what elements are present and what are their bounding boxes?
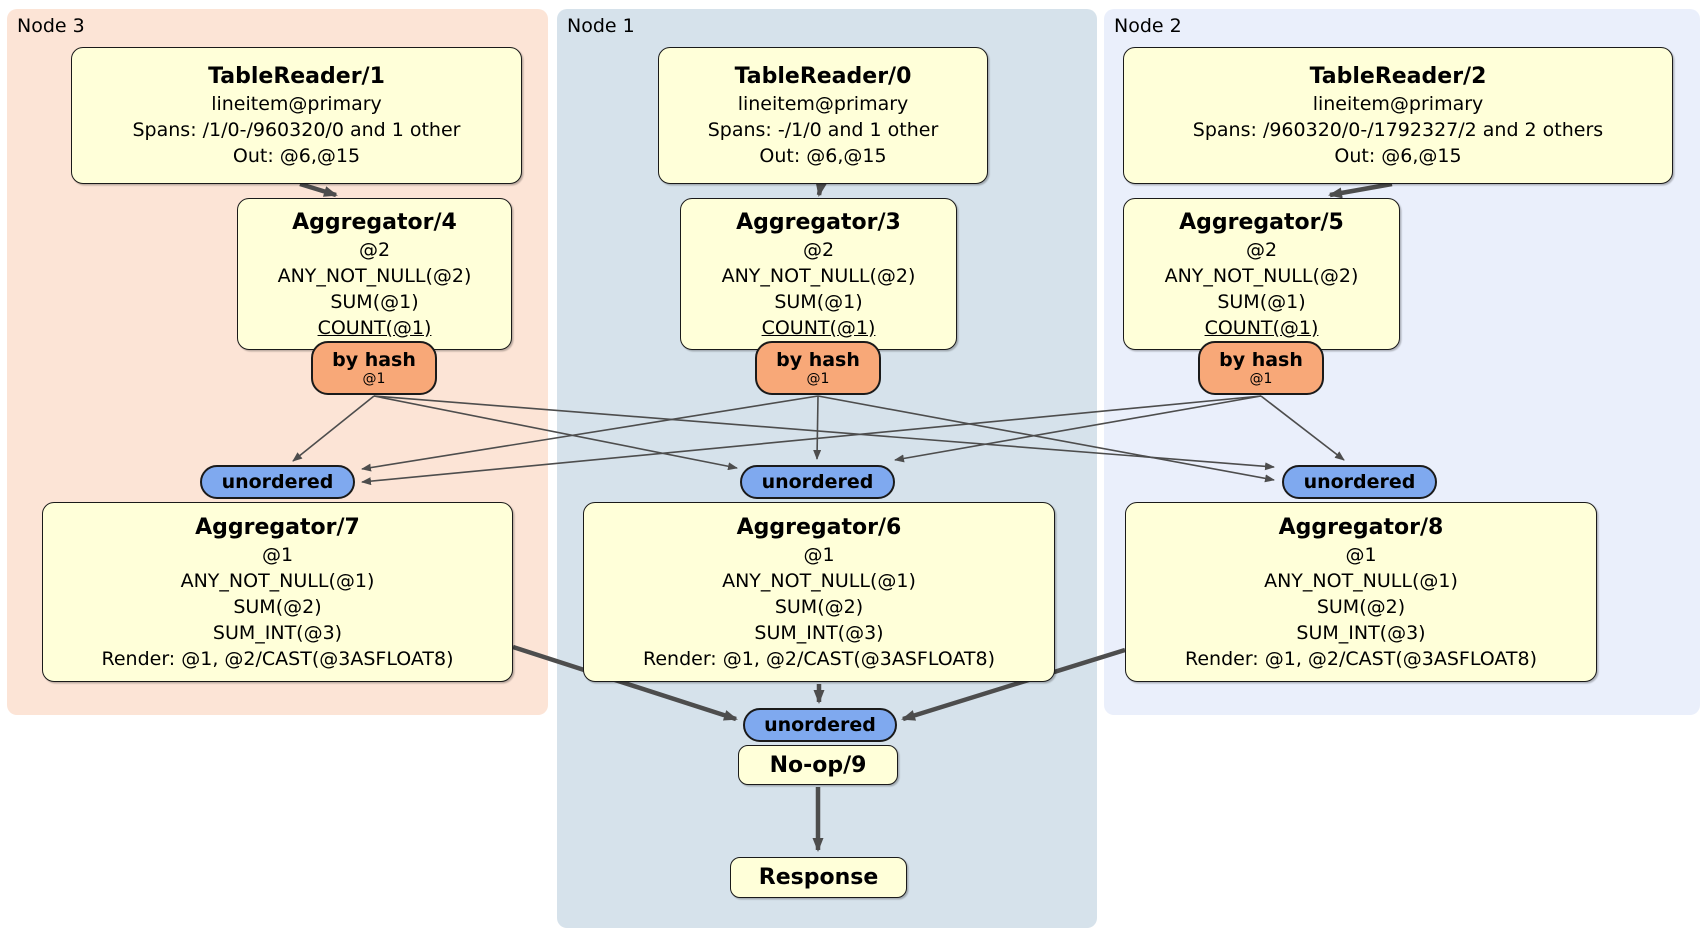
hash-router-node1: by hash @1	[755, 341, 881, 395]
hash-router-node3-columns: @1	[362, 370, 386, 387]
detail-line: Out: @6,@15	[759, 145, 887, 167]
hash-router-node2-label: by hash	[1219, 348, 1303, 371]
detail-line: Spans: -/1/0 and 1 other	[707, 119, 939, 141]
hash-router-node3-label: by hash	[332, 348, 416, 371]
response-title: Response	[758, 865, 879, 890]
noop-box: No-op/9	[738, 745, 898, 785]
aggregator5-underlined-line: COUNT(@1)	[1204, 316, 1319, 339]
detail-line: Out: @6,@15	[232, 145, 361, 167]
aggregator5-title: Aggregator/5	[1179, 209, 1344, 235]
hash-router-node1-label: by hash	[776, 348, 860, 371]
detail-line: ANY_NOT_NULL(@1)	[180, 569, 375, 592]
aggregator6-title: Aggregator/6	[736, 514, 902, 540]
node3-region-label: Node 3	[17, 15, 85, 37]
unordered-sync-node2: unordered	[1282, 465, 1437, 499]
detail-line: SUM_INT(@3)	[1296, 621, 1426, 644]
detail-line: ANY_NOT_NULL(@1)	[1264, 569, 1458, 592]
detail-line: Render: @1, @2/CAST(@3ASFLOAT8)	[643, 647, 995, 670]
detail-line: SUM(@1)	[774, 290, 863, 313]
tablereader2-title: TableReader/2	[1309, 64, 1487, 89]
aggregator4-underlined-line: COUNT(@1)	[317, 316, 432, 339]
detail-line: ANY_NOT_NULL(@2)	[277, 264, 472, 287]
detail-line: Render: @1, @2/CAST(@3ASFLOAT8)	[1185, 647, 1537, 670]
hash-router-node2-columns: @1	[1249, 370, 1273, 387]
detail-line: @2	[802, 238, 835, 261]
detail-line: Render: @1, @2/CAST(@3ASFLOAT8)	[101, 647, 454, 670]
unordered-sync-final: unordered	[743, 708, 897, 742]
hash-router-node1-columns: @1	[806, 370, 830, 387]
detail-line: SUM(@2)	[1316, 595, 1406, 618]
detail-line: SUM_INT(@3)	[212, 621, 343, 644]
detail-line: lineitem@primary	[737, 93, 909, 115]
detail-line: SUM_INT(@3)	[754, 621, 884, 644]
detail-line: lineitem@primary	[1312, 93, 1484, 115]
response-box: Response	[730, 857, 907, 898]
detail-line: @1	[1345, 543, 1377, 566]
node2-region-label: Node 2	[1114, 15, 1182, 37]
detail-line: @2	[1245, 238, 1278, 261]
noop-title: No-op/9	[769, 752, 867, 778]
aggregator3-title: Aggregator/3	[736, 209, 901, 235]
detail-line: Spans: /960320/0-/1792327/2 and 2 others	[1192, 119, 1604, 141]
detail-line: Out: @6,@15	[1334, 145, 1462, 167]
aggregator8-title: Aggregator/8	[1278, 514, 1444, 540]
detail-line: ANY_NOT_NULL(@2)	[1164, 264, 1359, 287]
aggregator7-title: Aggregator/7	[195, 514, 360, 540]
detail-line: Spans: /1/0-/960320/0 and 1 other	[132, 119, 461, 141]
aggregator3-underlined-line: COUNT(@1)	[761, 316, 876, 339]
detail-line: @1	[261, 543, 294, 566]
detail-line: ANY_NOT_NULL(@2)	[721, 264, 916, 287]
detail-line: @1	[803, 543, 835, 566]
unordered-sync-node3: unordered	[200, 465, 355, 499]
detail-line: @2	[358, 238, 391, 261]
detail-line: SUM(@1)	[330, 290, 419, 313]
node1-region-label: Node 1	[567, 15, 635, 37]
hash-router-node3: by hash @1	[311, 341, 437, 395]
tablereader0-title: TableReader/0	[734, 64, 912, 89]
detail-line: ANY_NOT_NULL(@1)	[722, 569, 916, 592]
detail-line: SUM(@2)	[233, 595, 322, 618]
detail-line: SUM(@1)	[1217, 290, 1306, 313]
tablereader1-title: TableReader/1	[208, 64, 385, 89]
unordered-sync-node1: unordered	[740, 465, 895, 499]
detail-line: lineitem@primary	[211, 93, 382, 115]
aggregator4-title: Aggregator/4	[292, 209, 457, 235]
hash-router-node2: by hash @1	[1198, 341, 1324, 395]
detail-line: SUM(@2)	[774, 595, 864, 618]
